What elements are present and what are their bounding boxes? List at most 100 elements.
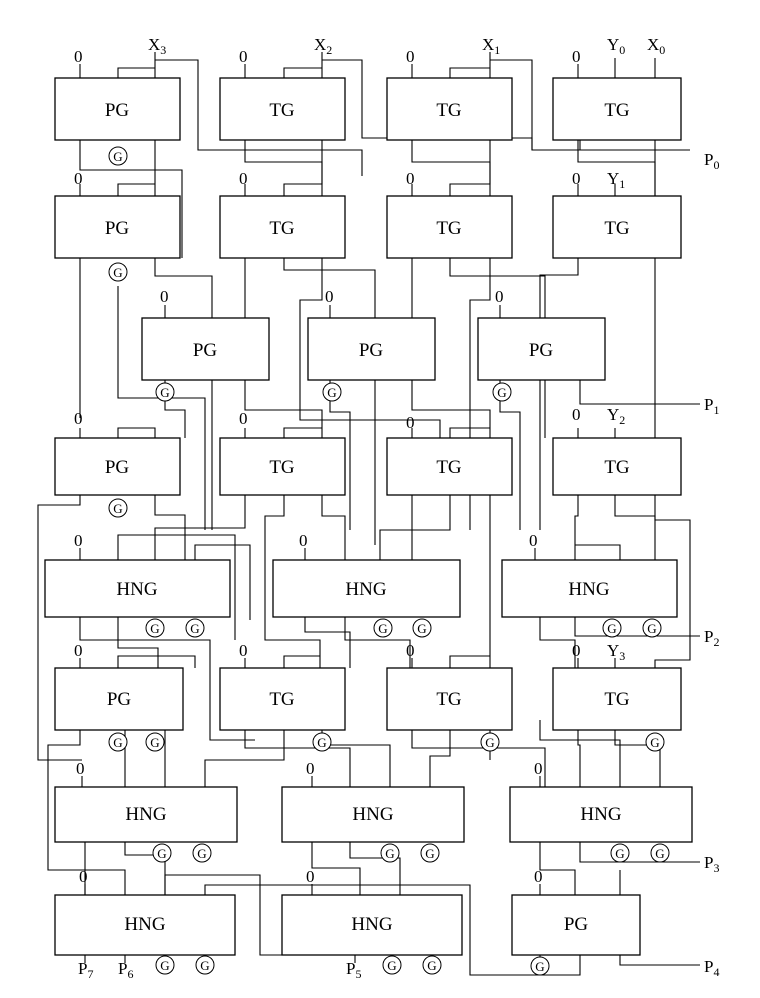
gate-r8c1: HNG — [54, 894, 236, 956]
garbage-output: G — [108, 732, 128, 752]
gate-r8c2-label: HNG — [351, 914, 392, 935]
input-y0: Y0 — [607, 35, 625, 57]
gate-r4c4-label: TG — [604, 457, 630, 478]
svg-text:G: G — [150, 621, 159, 636]
garbage-output: G — [650, 843, 670, 863]
garbage-output: G — [412, 618, 432, 638]
gate-r5c2: HNG — [272, 559, 461, 618]
input-y2: Y2 — [607, 405, 625, 427]
const-zero: 0 — [406, 413, 415, 432]
gate-r3c2-label: PG — [359, 340, 384, 361]
const-zero: 0 — [74, 47, 83, 66]
garbage-output: G — [602, 618, 622, 638]
gate-r8c2: HNG — [281, 894, 463, 956]
svg-text:G: G — [647, 621, 656, 636]
const-zero: 0 — [79, 867, 88, 886]
gate-r1c2: TG — [219, 77, 346, 141]
const-zero: 0 — [406, 641, 415, 660]
svg-text:G: G — [113, 265, 122, 280]
garbage-output: G — [155, 382, 175, 402]
gate-r4c4: TG — [552, 437, 682, 496]
gate-r3c3-label: PG — [529, 340, 554, 361]
gate-r8c1-label: HNG — [124, 914, 165, 935]
gate-r5c1-label: HNG — [116, 579, 157, 600]
garbage-output: G — [422, 955, 442, 975]
product-outputs: P0 P1 P2 P3 P4 P5 P6 P7 — [78, 150, 719, 981]
garbage-output: G — [192, 843, 212, 863]
gate-r2c3-label: TG — [436, 218, 462, 239]
const-zero: 0 — [325, 287, 334, 306]
gate-r7c2: HNG — [281, 786, 465, 843]
garbage-output: G — [108, 146, 128, 166]
svg-text:G: G — [160, 385, 169, 400]
garbage-output: G — [610, 843, 630, 863]
garbage-output: G — [382, 955, 402, 975]
gate-r5c2-label: HNG — [345, 579, 386, 600]
const-zero: 0 — [239, 641, 248, 660]
gate-r6c2-label: TG — [269, 689, 295, 710]
svg-text:G: G — [425, 846, 434, 861]
input-x3: X3 — [148, 35, 166, 57]
garbage-output: G — [145, 732, 165, 752]
svg-text:G: G — [190, 621, 199, 636]
const-zero: 0 — [74, 641, 83, 660]
svg-text:G: G — [535, 959, 544, 974]
gate-r4c3: TG — [386, 437, 513, 496]
svg-text:G: G — [607, 621, 616, 636]
input-y3: Y3 — [607, 641, 625, 663]
input-x1: X1 — [482, 35, 500, 57]
gate-r8c3: PG — [511, 894, 641, 956]
gate-r4c2-label: TG — [269, 457, 295, 478]
garbage-outputs: G G G G G G G G G G G G G G G G G G G G … — [108, 146, 670, 976]
gate-r1c2-label: TG — [269, 100, 295, 121]
gate-r2c4-label: TG — [604, 218, 630, 239]
svg-text:G: G — [427, 958, 436, 973]
gate-r7c3: HNG — [509, 786, 693, 843]
garbage-output: G — [530, 956, 550, 976]
const-zero: 0 — [572, 169, 581, 188]
garbage-output: G — [185, 618, 205, 638]
input-x2: X2 — [314, 35, 332, 57]
garbage-output: G — [312, 732, 332, 752]
gate-r7c3-label: HNG — [580, 804, 621, 825]
gate-r7c1-label: HNG — [125, 804, 166, 825]
gate-r4c1: PG — [54, 437, 181, 496]
garbage-output: G — [373, 618, 393, 638]
gate-r6c3: TG — [386, 667, 513, 731]
gate-r1c3: TG — [386, 77, 513, 141]
output-p7: P7 — [78, 959, 93, 981]
svg-text:G: G — [655, 846, 664, 861]
output-p1: P1 — [704, 395, 719, 417]
svg-text:G: G — [650, 735, 659, 750]
gate-r3c3: PG — [477, 317, 606, 381]
output-p5: P5 — [346, 959, 361, 981]
output-p6: P6 — [118, 959, 133, 981]
gate-r6c1-label: PG — [107, 689, 132, 710]
svg-text:G: G — [160, 958, 169, 973]
garbage-output: G — [420, 843, 440, 863]
svg-text:G: G — [200, 958, 209, 973]
gate-r6c1: PG — [54, 667, 184, 731]
const-zero: 0 — [406, 169, 415, 188]
const-zero: 0 — [160, 287, 169, 306]
output-p0: P0 — [704, 150, 719, 172]
gate-r2c1-label: PG — [105, 218, 130, 239]
garbage-output: G — [642, 618, 662, 638]
svg-text:G: G — [317, 735, 326, 750]
gate-r3c1-label: PG — [193, 340, 218, 361]
svg-text:G: G — [113, 501, 122, 516]
svg-text:G: G — [150, 735, 159, 750]
const-zero: 0 — [572, 641, 581, 660]
gate-r5c3-label: HNG — [568, 579, 609, 600]
garbage-output: G — [492, 382, 512, 402]
gate-r2c1: PG — [54, 195, 181, 259]
primary-inputs: X3 X2 X1 Y0 X0 Y1 Y2 Y3 — [148, 35, 665, 663]
const-zero: 0 — [529, 531, 538, 550]
const-zero: 0 — [74, 169, 83, 188]
gate-r2c4: TG — [552, 195, 682, 259]
const-zero: 0 — [406, 47, 415, 66]
const-zero: 0 — [74, 409, 83, 428]
const-zero: 0 — [239, 409, 248, 428]
gate-r6c4-label: TG — [604, 689, 630, 710]
